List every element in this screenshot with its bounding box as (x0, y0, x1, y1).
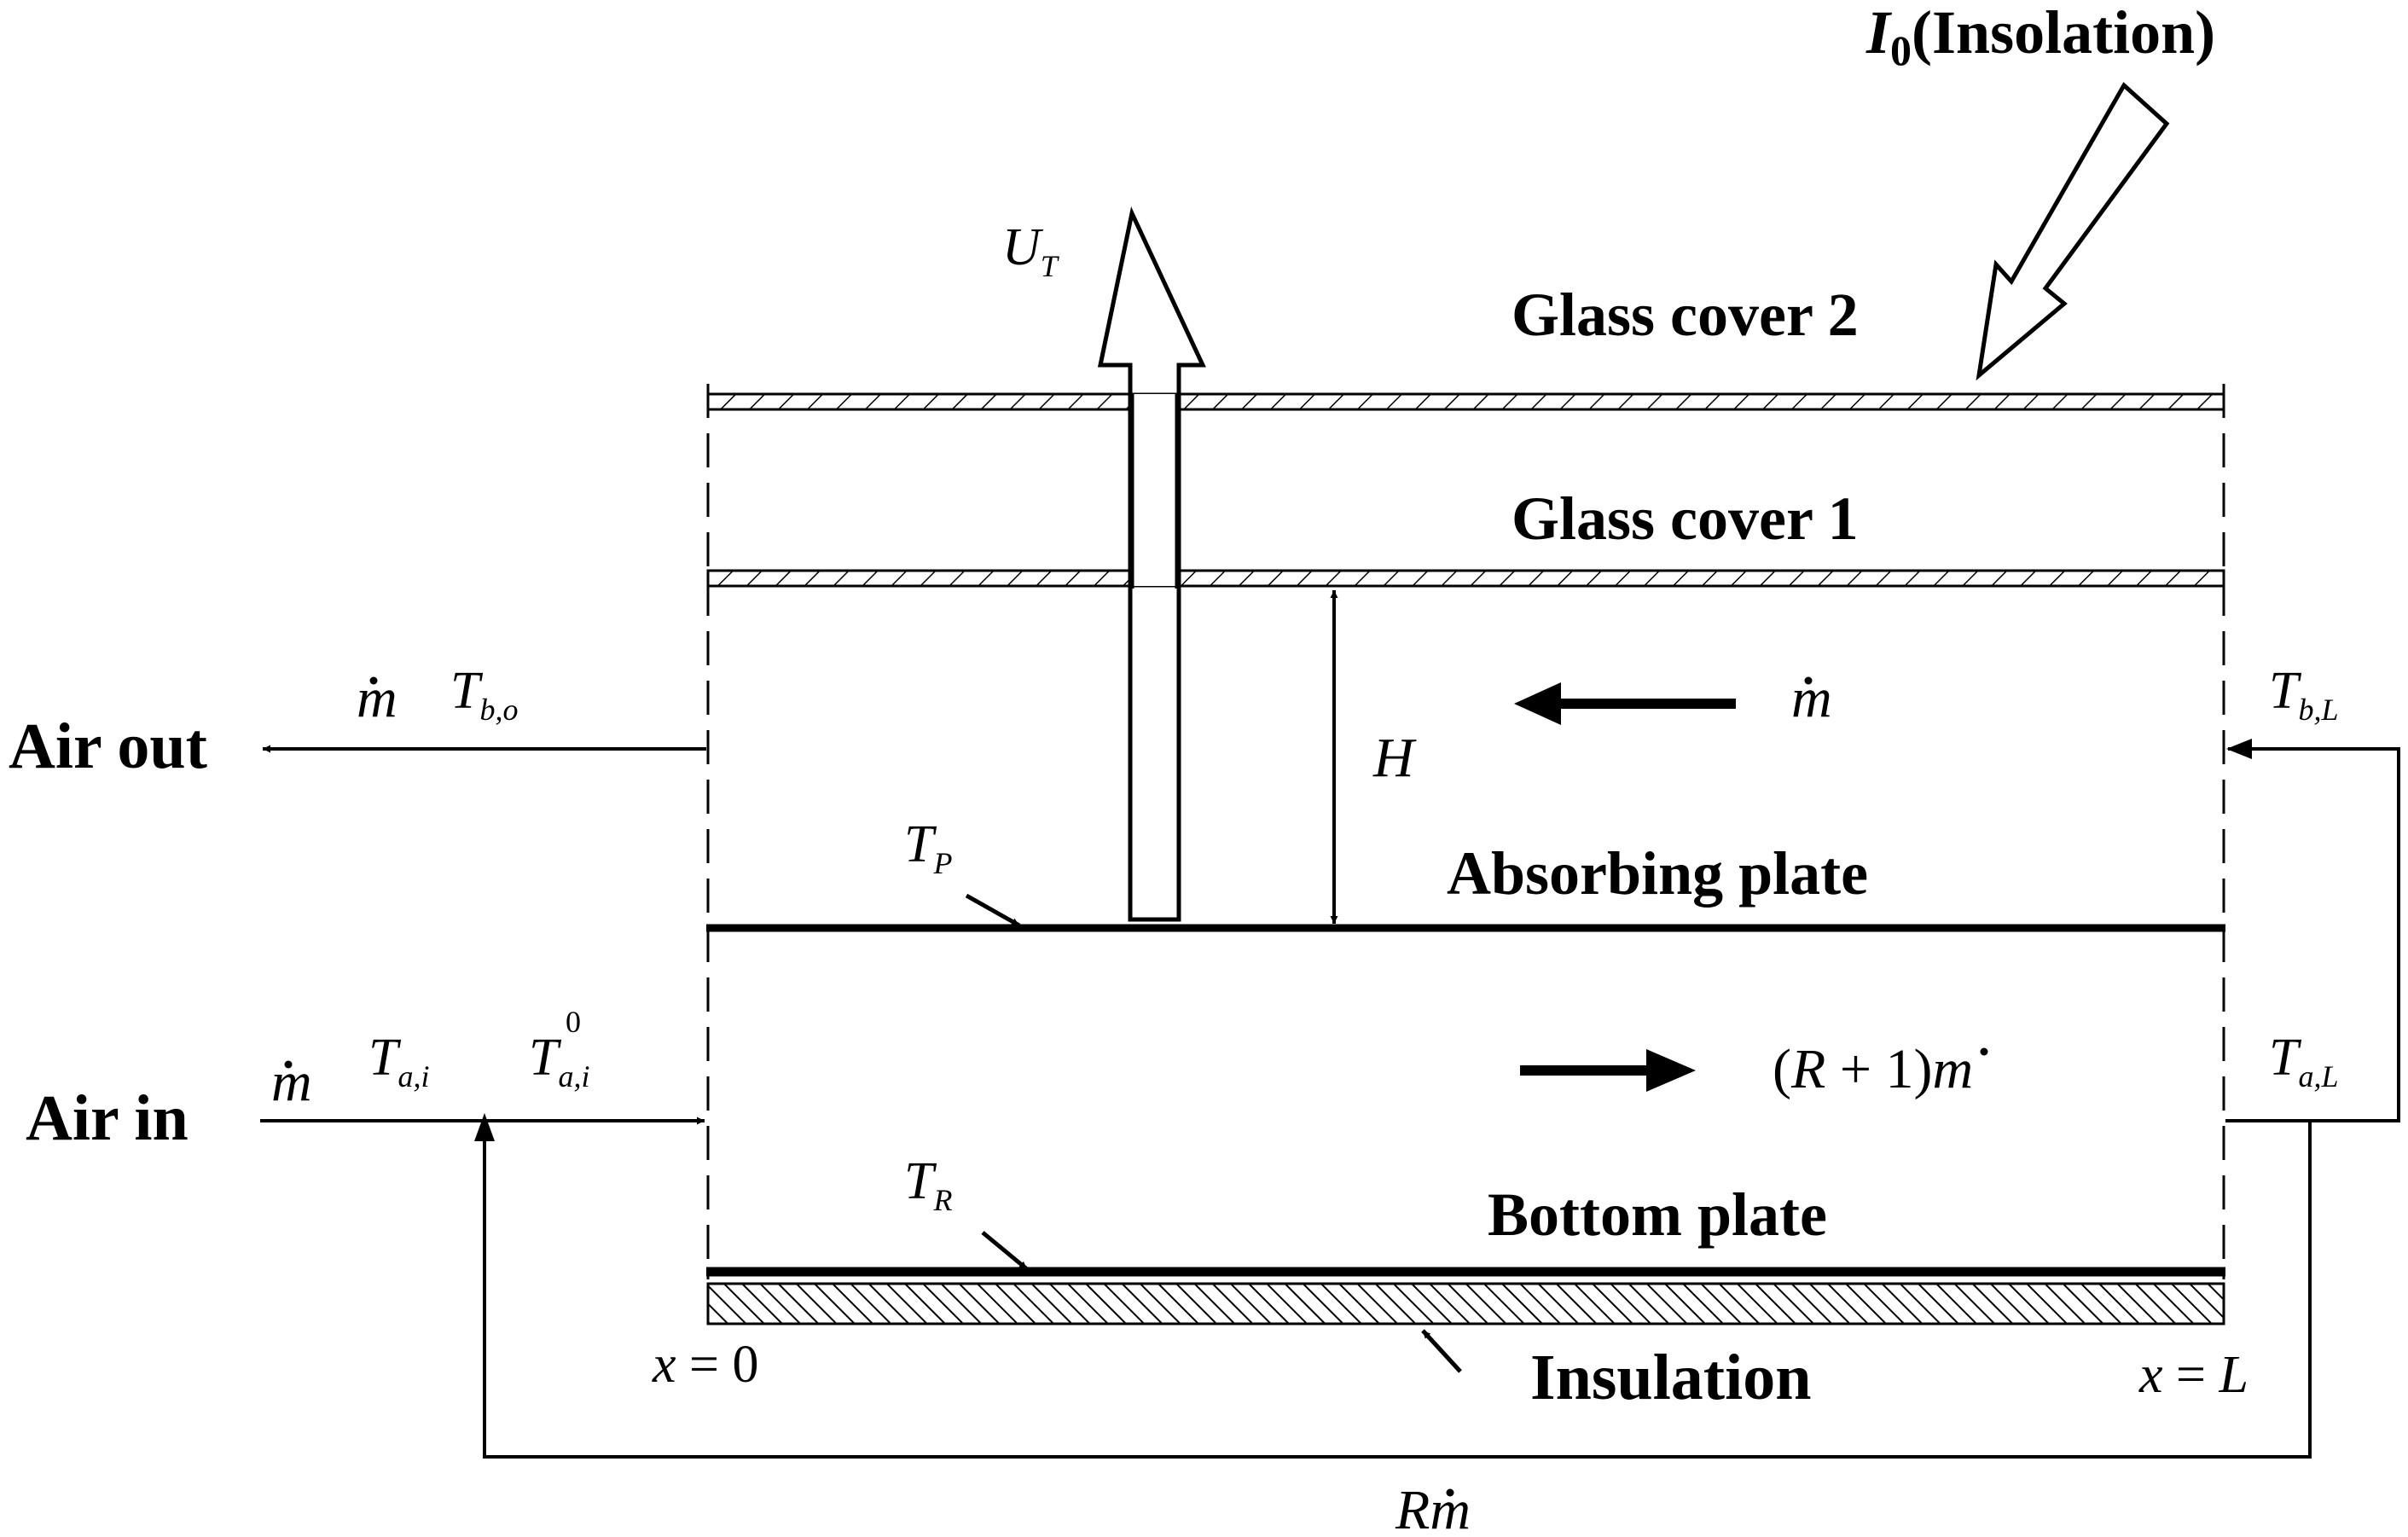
air-in-label: Air in (26, 1082, 189, 1154)
tai-symbol: Ta,i (368, 1029, 430, 1093)
insolation-arrow (1976, 82, 2170, 381)
mdot-air-in: m (271, 1051, 312, 1113)
tp-pointer (965, 893, 1021, 928)
turnaround-loop (2225, 747, 2400, 1122)
tbo-symbol: Tb,o (450, 662, 518, 727)
tr-symbol: TR (904, 1152, 952, 1217)
bottom-plate-label: Bottom plate (1488, 1180, 1827, 1249)
recycle-flow-rate: Rm (1395, 1479, 1471, 1537)
svg-text:Rm: Rm (1395, 1479, 1471, 1537)
svg-text:(R + 1)m: (R + 1)m (1773, 1038, 1973, 1100)
glass-cover-1 (706, 569, 2225, 588)
tai0-symbol: Ta,i (529, 1029, 590, 1093)
lower-flow-rate: (R + 1)m (1773, 1038, 1988, 1100)
insulation-label-text: Insulation (1530, 1342, 1812, 1413)
glass-cover-2 (706, 392, 2225, 411)
absorbing-plate-label: Absorbing plate (1447, 839, 1868, 908)
tal-symbol: Ta,L (2269, 1029, 2339, 1093)
x-l-label: x = L (2138, 1346, 2248, 1404)
svg-text:m: m (271, 1051, 312, 1113)
mdot-upper-channel: m (1791, 667, 1832, 729)
tai0-superscript: 0 (566, 1005, 581, 1039)
tp-symbol: TP (904, 815, 952, 880)
x-zero-label: x = 0 (652, 1336, 759, 1394)
tr-pointer (981, 1231, 1029, 1271)
glass-cover-1-label: Glass cover 1 (1512, 484, 1859, 553)
svg-text:m: m (1791, 667, 1832, 729)
insulation-layer (706, 1282, 2225, 1325)
insolation-label: I0(Insolation) (1865, 0, 2215, 74)
tbl-symbol: Tb,L (2269, 662, 2339, 727)
air-out-label: Air out (9, 710, 207, 782)
h-symbol: H (1372, 727, 1417, 789)
svg-text:m: m (357, 667, 397, 729)
mdot-air-out: m (357, 667, 397, 729)
recycle-loop (483, 1121, 2312, 1459)
insulation-pointer (1421, 1329, 1462, 1373)
glass-cover-2-label: Glass cover 2 (1512, 281, 1859, 349)
ut-symbol: UT (1002, 218, 1060, 283)
